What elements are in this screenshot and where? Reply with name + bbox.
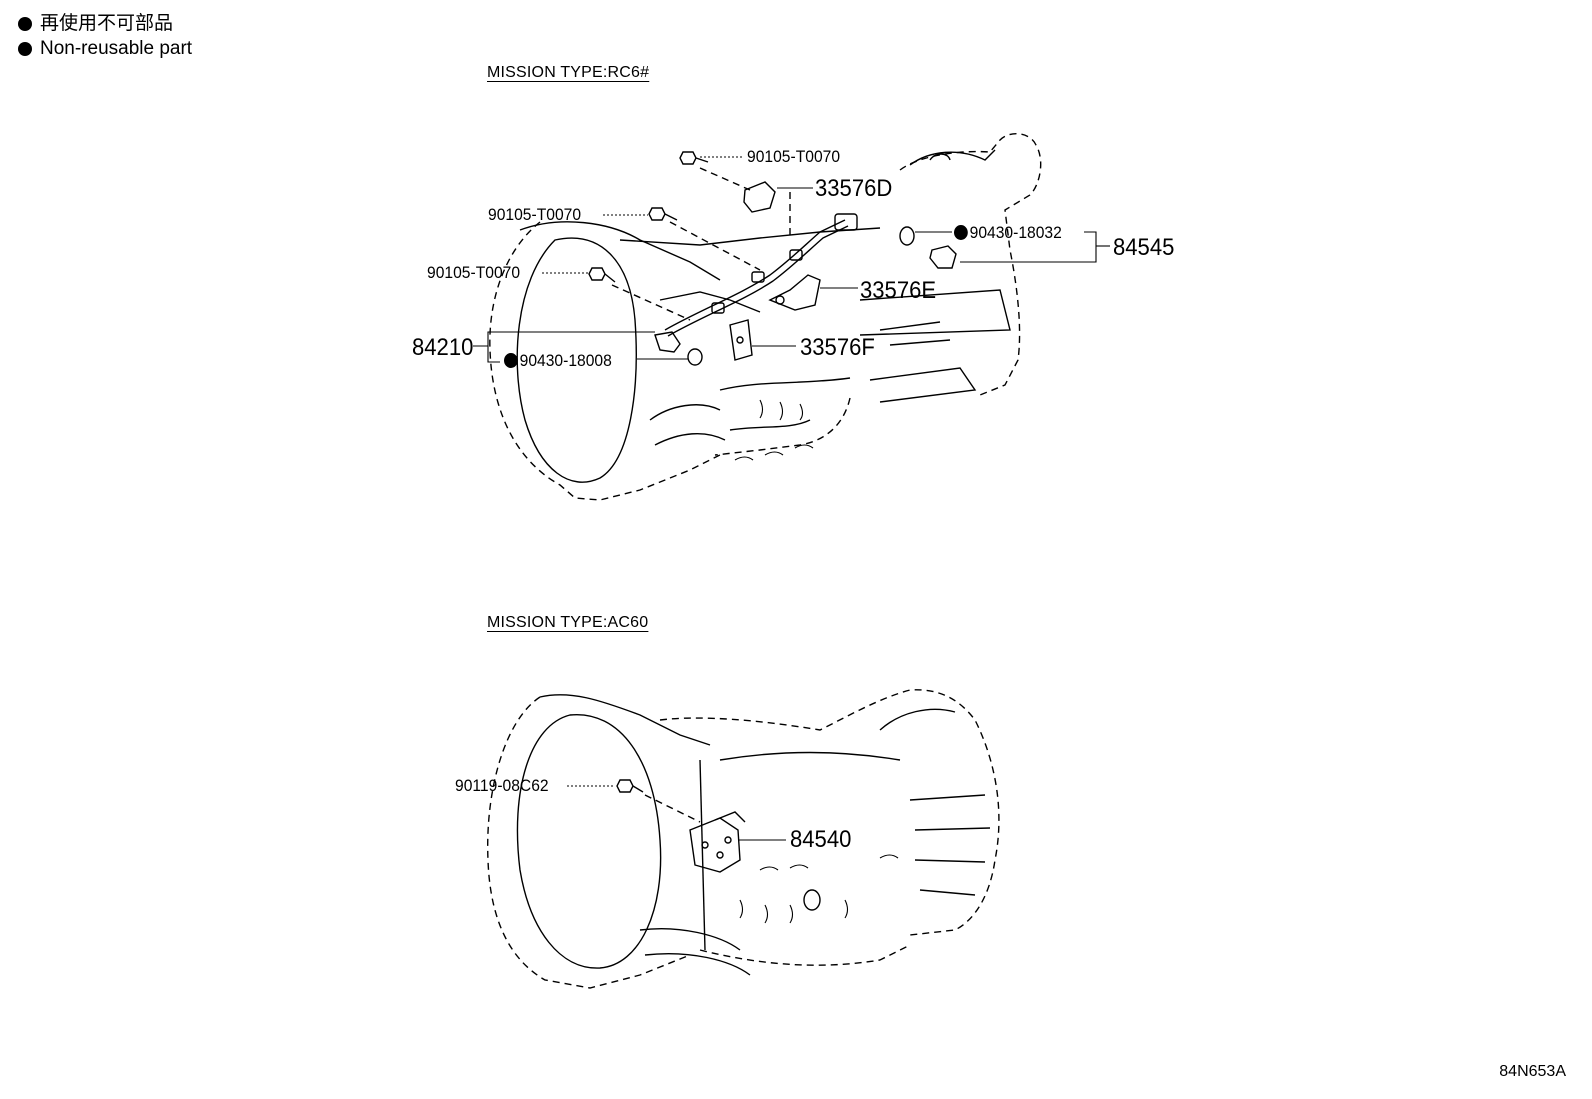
- section-title-rc6: MISSION TYPE:RC6#: [487, 64, 650, 81]
- section-title-ac60: MISSION TYPE:AC60: [487, 614, 649, 631]
- non-reusable-marker-icon: [18, 17, 32, 31]
- legend-non-reusable-jp: 再使用不可部品: [18, 12, 173, 36]
- non-reusable-marker-icon: [954, 225, 968, 240]
- part-label-bolt-ac60[interactable]: 90119-08C62: [455, 776, 549, 795]
- part-label-switch-left[interactable]: 84210: [412, 334, 474, 361]
- part-label-switch-ac60[interactable]: 84540: [790, 826, 852, 853]
- non-reusable-marker-icon: [504, 353, 518, 368]
- part-label-bracket-e[interactable]: 33576E: [860, 277, 937, 304]
- part-label-bolt-mid[interactable]: 90105-T0070: [488, 205, 582, 224]
- legend-non-reusable-en: Non-reusable part: [18, 37, 192, 61]
- part-label-gasket-right[interactable]: 90430-18032: [954, 223, 1062, 243]
- rc6-transmission-drawing: [473, 133, 1110, 501]
- part-label-sensor-right[interactable]: 84545: [1113, 234, 1175, 261]
- ac60-transmission-drawing: [487, 689, 1000, 989]
- part-label-bracket-d[interactable]: 33576D: [815, 175, 893, 202]
- part-label-bolt-left[interactable]: 90105-T0070: [427, 263, 521, 282]
- part-label-bolt-top[interactable]: 90105-T0070: [747, 147, 841, 166]
- diagram-code: 84N653A: [1499, 1063, 1566, 1080]
- part-label-bracket-f[interactable]: 33576F: [800, 334, 875, 361]
- part-label-gasket-left[interactable]: 90430-18008: [504, 351, 612, 371]
- non-reusable-marker-icon: [18, 42, 32, 56]
